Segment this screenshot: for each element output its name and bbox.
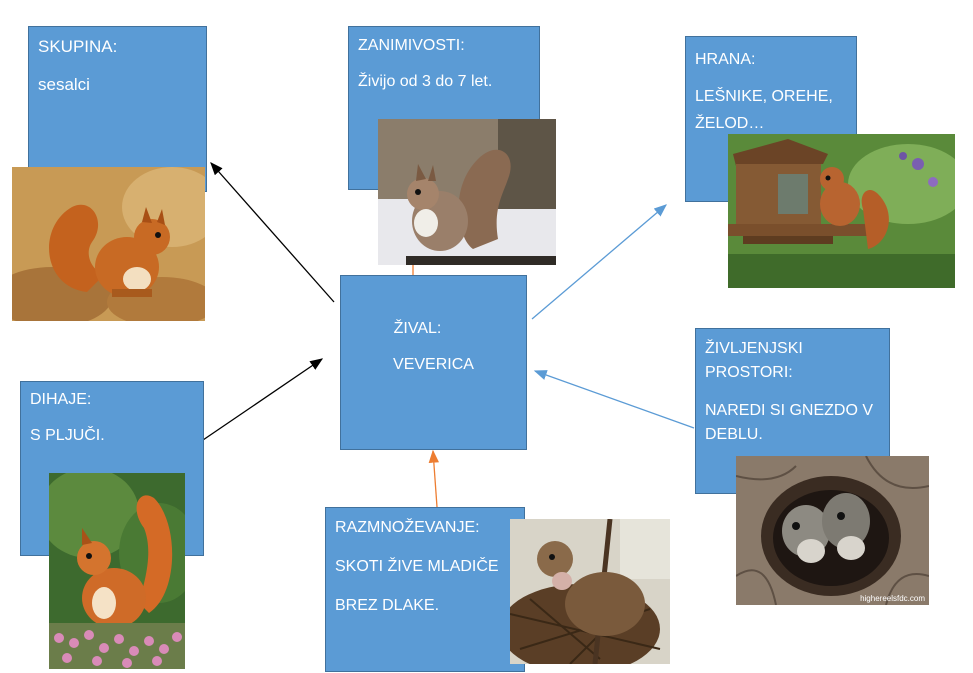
- razmnozevanje-title: RAZMNOŽEVANJE:: [335, 519, 480, 536]
- razmnozevanje-line2: BREZ DLAKE.: [335, 597, 440, 614]
- zanimivosti-text: Živijo od 3 do 7 let.: [358, 73, 493, 90]
- center-text: VEVERICA: [393, 356, 474, 373]
- center-box: ŽIVAL: VEVERICA: [340, 275, 527, 450]
- squirrel-feeder-photo: [728, 134, 955, 288]
- zanimivosti-title: ZANIMIVOSTI:: [358, 37, 465, 54]
- photo-watermark: highereelsfdc.com: [860, 594, 925, 603]
- dihaje-title: DIHAJE:: [30, 391, 92, 408]
- arrow-from-dihaje: [202, 358, 324, 441]
- skupina-text: sesalci: [38, 75, 90, 94]
- prostori-line2: DEBLU.: [705, 426, 763, 443]
- prostori-title1: ŽIVLJENJSKI: [705, 340, 803, 357]
- center-title: ŽIVAL:: [393, 320, 442, 337]
- hrana-line2: ŽELOD…: [695, 115, 765, 132]
- arrow-to-hrana: [531, 204, 667, 320]
- arrow-from-razmnozevanje: [428, 449, 440, 508]
- squirrel-flowers-photo: [49, 473, 185, 669]
- squirrel-leaves-photo: [12, 167, 205, 321]
- razmnozevanje-box: RAZMNOŽEVANJE: SKOTI ŽIVE MLADIČE BREZ D…: [325, 507, 525, 672]
- razmnozevanje-line1: SKOTI ŽIVE MLADIČE: [335, 558, 499, 575]
- arrow-to-skupina: [210, 162, 335, 303]
- prostori-title2: PROSTORI:: [705, 364, 793, 381]
- prostori-line1: NAREDI SI GNEZDO V: [705, 402, 874, 419]
- dihaje-text: S PLJUČI.: [30, 427, 105, 444]
- hrana-title: HRANA:: [695, 51, 756, 68]
- hrana-line1: LEŠNIKE, OREHE,: [695, 88, 833, 105]
- grey-squirrel-photo: [378, 119, 556, 265]
- arrow-from-prostori: [533, 370, 695, 429]
- squirrel-nest-photo: [510, 519, 670, 664]
- skupina-title: SKUPINA:: [38, 37, 118, 56]
- skupina-box: SKUPINA: sesalci: [28, 26, 207, 192]
- squirrels-tree-hollow-photo: highereelsfdc.com: [736, 456, 929, 605]
